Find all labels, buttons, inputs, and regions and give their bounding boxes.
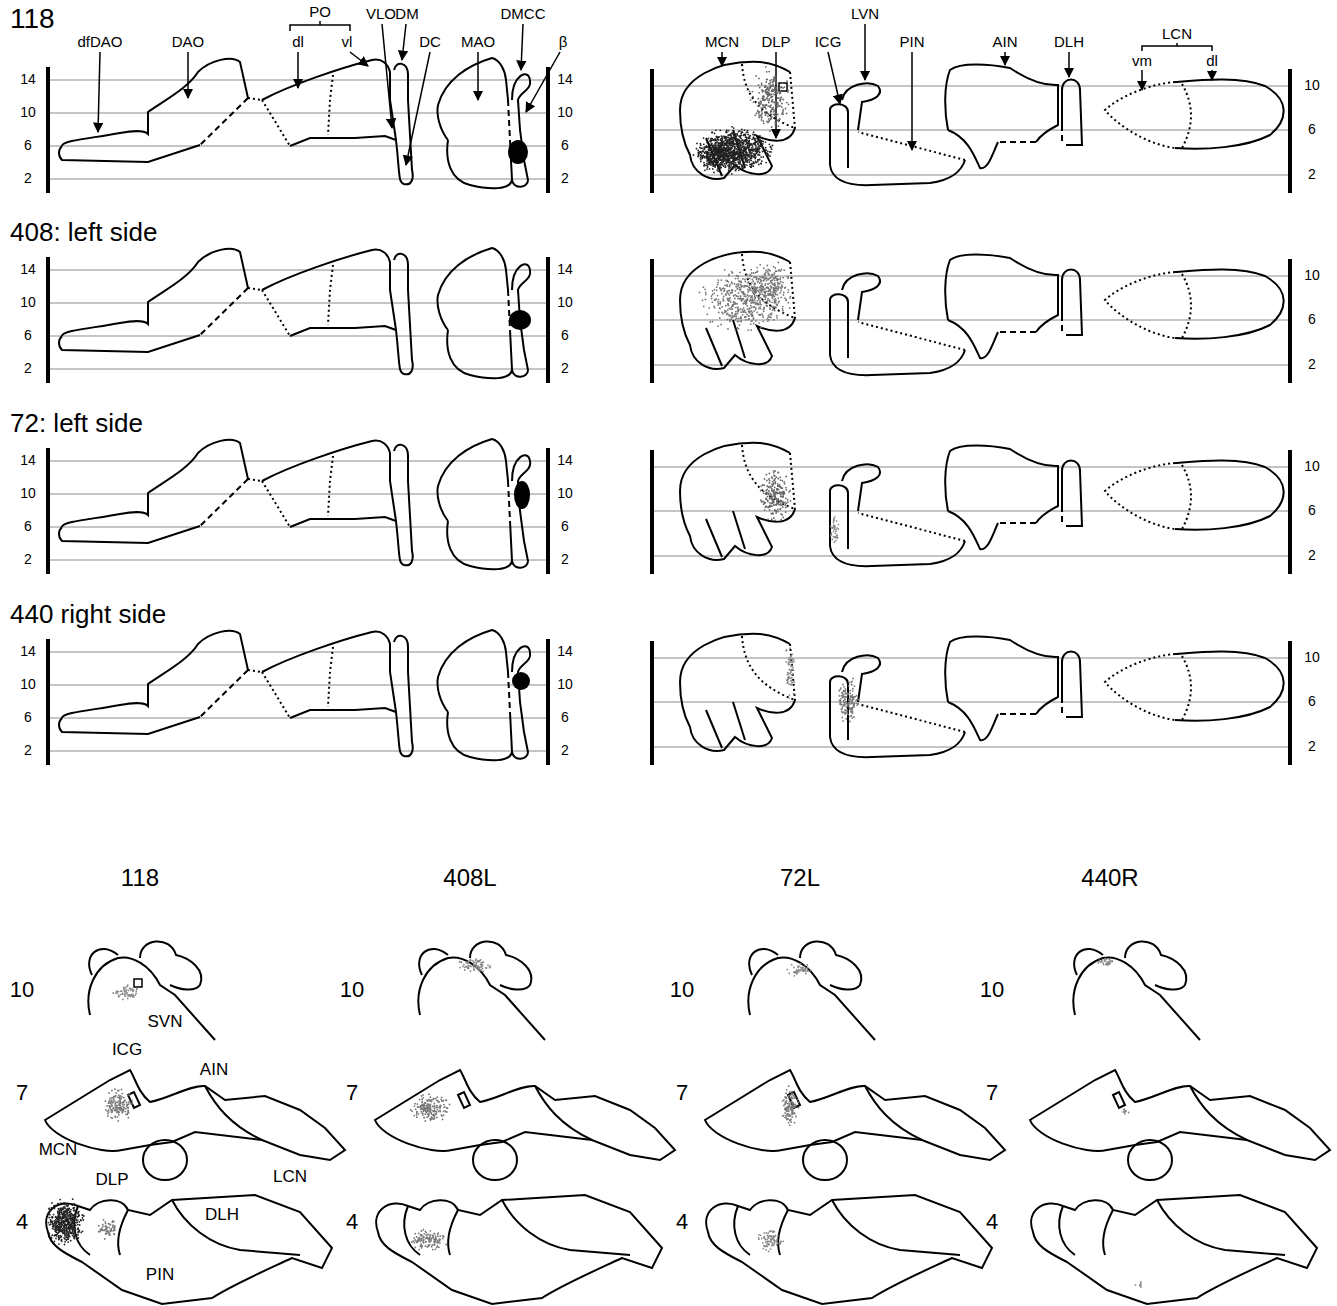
figure-page: 118dfDAODAOPOdlvlVLODMDCMAODMCCβ14106214… <box>0 0 1337 1306</box>
